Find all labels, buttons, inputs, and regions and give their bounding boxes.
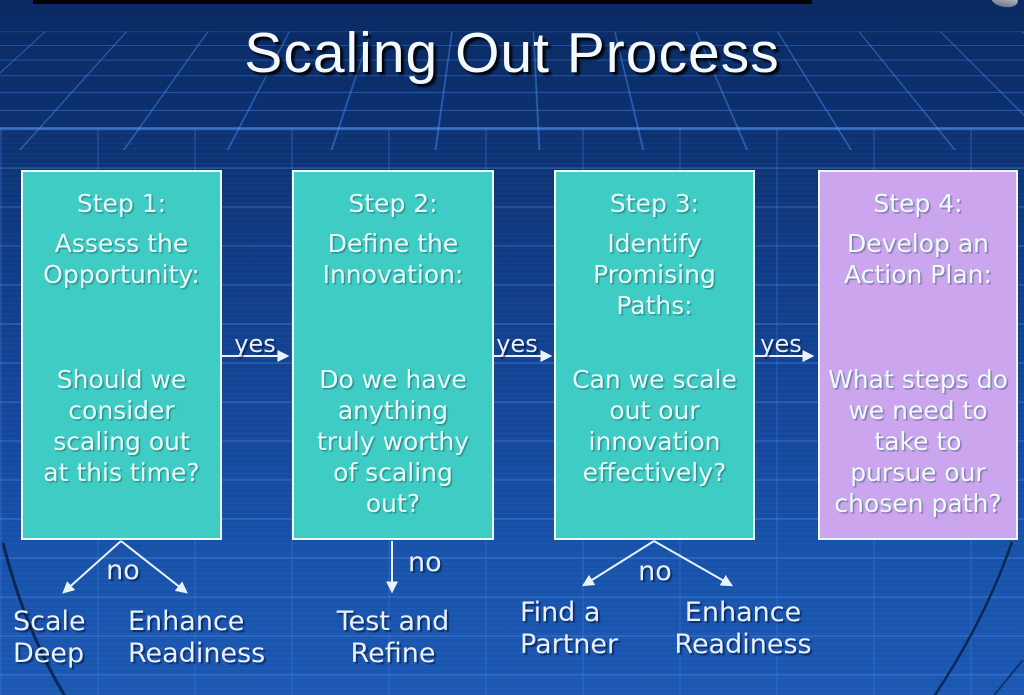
outcome-enhance-readiness-2: Enhance Readiness xyxy=(674,597,812,660)
step-3-box: Step 3: Identify Promising Paths: Can we… xyxy=(554,170,755,540)
step-3-heading: Step 3: xyxy=(609,189,700,218)
step-4-subtitle: Develop an Action Plan: xyxy=(844,229,992,289)
step-1-question: Should we consider scaling out at this t… xyxy=(43,365,200,487)
globe-arc-left xyxy=(1,542,66,695)
step-2-heading: Step 2: xyxy=(348,189,438,218)
top-black-bar xyxy=(33,0,812,4)
outcome-find-a-partner: Find a Partner xyxy=(520,597,619,660)
outcome-test-and-refine: Test and Refine xyxy=(336,606,450,669)
yes-label-3: yes xyxy=(760,330,802,358)
no-label-1: no xyxy=(106,555,140,586)
no-arrow-1-left xyxy=(62,540,122,594)
yes-label-2: yes xyxy=(496,330,538,358)
globe-arc-right-2 xyxy=(993,659,1024,695)
no-arrow-3-left xyxy=(581,540,655,587)
step-2-box: Step 2: Define the Innovation: Do we hav… xyxy=(292,170,494,540)
step-1-subtitle: Assess the Opportunity: xyxy=(43,229,200,289)
step-1-heading: Step 1: xyxy=(76,189,167,218)
no-label-2: no xyxy=(408,547,442,578)
no-label-3: no xyxy=(638,556,672,587)
step-4-question: What steps do we need to take to pursue … xyxy=(828,365,1008,518)
no-arrow-1-right xyxy=(120,540,188,594)
step-4-heading: Step 4: xyxy=(873,189,963,218)
step-3-question: Can we scale out our innovation effectiv… xyxy=(572,365,737,487)
step-4-box: Step 4: Develop an Action Plan: What ste… xyxy=(818,170,1018,540)
outcome-enhance-readiness-1: Enhance Readiness xyxy=(128,606,266,669)
globe-arc-right xyxy=(933,541,1014,695)
grid-accent-line xyxy=(0,127,1024,129)
step-2-question: Do we have anything truly worthy of scal… xyxy=(316,365,470,518)
yes-label-1: yes xyxy=(234,330,276,358)
step-1-box: Step 1: Assess the Opportunity: Should w… xyxy=(21,170,222,540)
page-title: Scaling Out Process xyxy=(244,21,780,85)
outcome-scale-deep: Scale Deep xyxy=(13,606,86,669)
step-2-subtitle: Define the Innovation: xyxy=(322,229,464,289)
no-arrow-3-right xyxy=(653,540,734,587)
step-3-subtitle: Identify Promising Paths: xyxy=(593,229,716,320)
